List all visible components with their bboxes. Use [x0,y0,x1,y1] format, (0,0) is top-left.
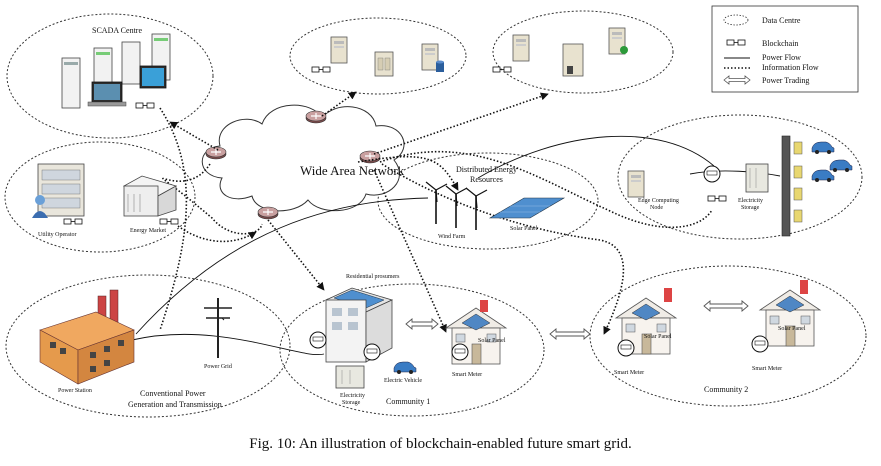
solar-panel-c2b-label: Solar Panel [778,326,806,332]
server-large-icon [562,43,584,77]
power-station-icon [39,289,135,385]
power-flows [131,135,781,356]
electric-vehicle-icon [393,361,417,375]
electric-car-icon [811,169,835,183]
solar-panel-icon [488,197,566,219]
utility-operator-label: Utility Operator [38,232,77,238]
blockchain-icon [707,195,727,202]
wind-turbine-icon [445,185,468,229]
conventional-power-label-2: Generation and Transmission [128,400,222,409]
electricity-storage-label-1: Electricity [738,198,763,204]
legend-power-trading-label: Power Trading [762,76,809,85]
energy-market-icon [122,175,178,217]
server-icon [421,43,439,71]
conventional-power-label-1: Conventional Power [140,389,206,398]
electricity-storage-c1-label-2: Storage [342,400,361,406]
legend-blockchain-label: Blockchain [762,39,798,48]
smart-meter-icon [451,343,469,361]
power-grid-pylon-icon [204,298,232,358]
smart-meter-c1-label: Smart Meter [452,372,482,378]
scada-centre-region [6,13,214,139]
chimney-icon [480,300,488,312]
house-icon [759,289,821,347]
blockchain-icon [63,218,83,225]
router-icon [205,146,227,160]
smart-meter-icon [363,343,381,361]
data-centre-region-1 [289,17,467,95]
solar-panel-c1-label: Solar Panel [478,338,506,344]
electricity-storage-icon [745,163,769,193]
electricity-storage-c1-label-1: Electricity [340,393,365,399]
legend-power-flow-label: Power Flow [762,53,801,62]
legend-power-trading-symbol [723,75,751,85]
der-label-line-1: Distributed Energy [456,165,517,174]
residential-prosumers-label: Residential prosumers [346,274,400,280]
der-label-line-2: Resources [470,175,503,184]
wind-turbine-icon [425,181,448,225]
apartment-building-icon [324,287,394,363]
edge-region [617,114,863,240]
solar-panel-label: Solar Panel [510,226,538,232]
power-station-label: Power Station [58,388,92,394]
data-centre-region-2 [492,10,674,94]
blockchain-icon [492,66,512,73]
edge-computing-label-1: Edge Computing [638,198,679,204]
electricity-storage-label-2: Storage [741,205,760,211]
battery-storage-icon [335,365,365,389]
chimney-icon [664,288,672,302]
community-2-label: Community 2 [704,385,748,394]
server-icon [330,36,348,64]
information-flows [159,91,713,335]
smart-meter-icon [617,339,635,357]
database-icon [436,60,444,72]
wind-turbine-icon [465,187,488,231]
chimney-icon [800,280,808,294]
utility-region [4,141,196,253]
power-trading-arrows [405,300,749,340]
legend-data-centre-label: Data Centre [762,16,801,25]
utility-building-icon [37,163,85,217]
scada-centre-label: SCADA Centre [92,26,142,35]
legend: Data Centre Blockchain Power Flow Inform… [711,5,859,93]
electric-car-icon [811,141,835,155]
solar-panel-c2a-label: Solar Panel [644,334,672,340]
storage-cabinet-icon [374,51,394,77]
legend-data-centre-symbol [723,14,749,26]
energy-market-label: Energy Market [130,228,166,234]
smart-grid-diagram: Wide Area Network SCADA Centre [4,5,867,418]
smart-meter-icon [751,335,769,353]
conventional-region [5,274,291,418]
community-2-region [589,265,867,407]
operator-person-icon [32,195,48,218]
electric-vehicle-label: Electric Vehicle [384,378,422,384]
smart-meter-icon [309,331,327,349]
edge-computing-label-2: Node [650,205,663,211]
community-1-region [279,283,545,417]
wind-farm-label: Wind Farm [438,234,466,240]
der-region [377,152,599,250]
server-icon [512,34,530,62]
router-icon [257,206,279,220]
blockchain-icon [135,102,155,109]
smart-meter-c2b-label: Smart Meter [752,366,782,372]
electric-car-icon [829,159,853,173]
community-1-label: Community 1 [386,397,430,406]
router-icon [305,110,327,124]
charging-bus-bar [781,135,791,237]
blockchain-icon [159,218,179,225]
edge-server-icon [627,170,645,198]
wide-area-network-cloud [201,104,405,212]
figure-caption: Fig. 10: An illustration of blockchain-e… [249,436,632,452]
smart-meter-icon [703,165,721,183]
blockchain-icon [311,66,331,73]
globe-icon [620,46,628,54]
smart-meter-c2a-label: Smart Meter [614,370,644,376]
power-grid-label: Power Grid [204,364,232,370]
scada-monitor-icon [87,65,167,107]
legend-information-flow-label: Information Flow [762,63,819,72]
charging-stations [793,141,803,223]
wide-area-network-label: Wide Area Network [300,163,405,178]
